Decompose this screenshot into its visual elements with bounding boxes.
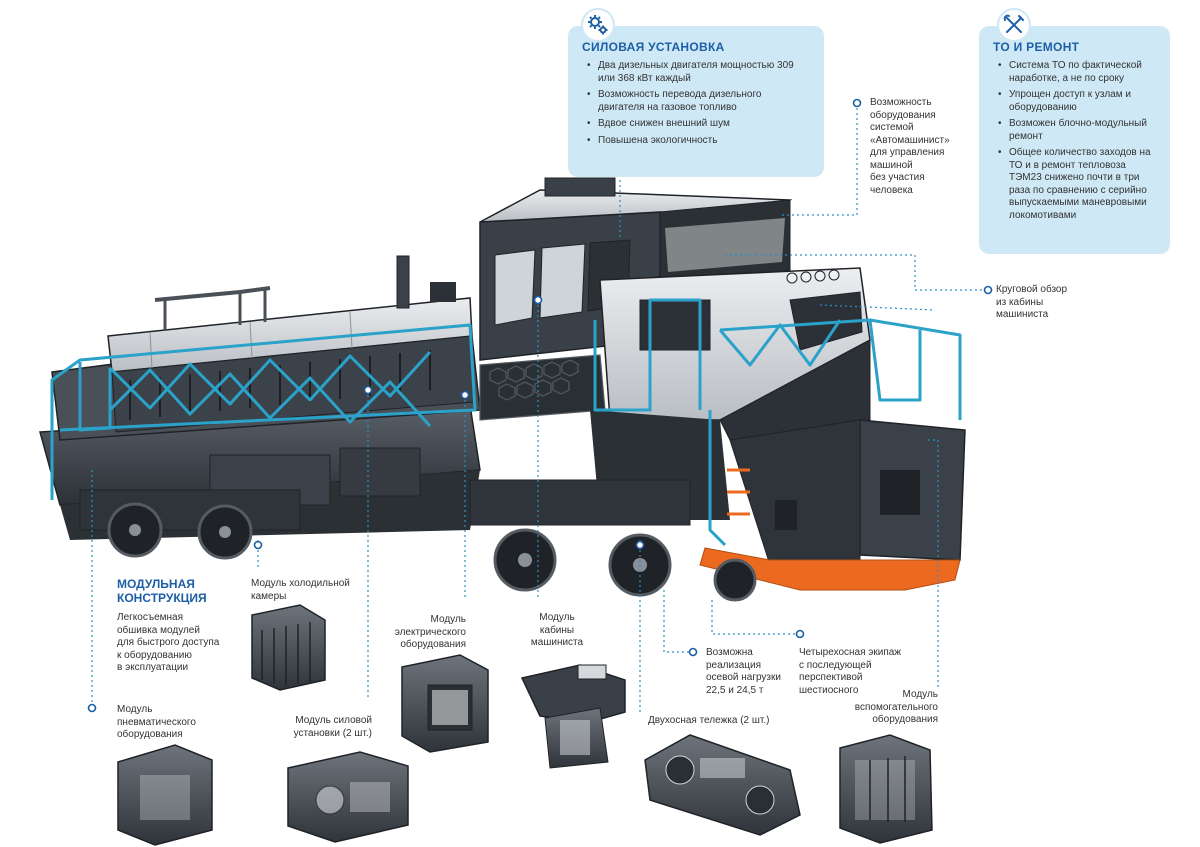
four-axle-label: Четырехосная экипаж с последующей перспе… (799, 647, 902, 696)
bogie-label: Двухосная тележка (2 шт.) (648, 715, 770, 726)
power-unit-list: Два дизельных двигателя мощностью 309 ил… (582, 60, 808, 147)
module-aux (839, 734, 933, 844)
power-unit-title: СИЛОВАЯ УСТАНОВКА (582, 40, 725, 54)
maintenance-box: ТО И РЕМОНТ Система ТО по фактической на… (979, 26, 1170, 254)
pneumatic-module-label: Модуль пневматического оборудования (117, 704, 196, 740)
electric-module-label: Модуль электрического оборудования (394, 614, 466, 650)
maintenance-item: Общее количество заходов на ТО и в ремон… (998, 147, 1154, 222)
modular-text: Легкосъемная обшивка модулей для быстрог… (117, 612, 220, 673)
autodriver-label: Возможность оборудования системой «Автом… (870, 97, 950, 196)
handrails (50, 298, 962, 547)
power-unit-box: СИЛОВАЯ УСТАНОВКА Два дизельных двигател… (568, 26, 824, 177)
axle-load-label: Возможна реализация осевой нагрузки 22,5… (706, 647, 781, 696)
module-power (287, 751, 409, 843)
wrench-screwdriver-icon (997, 8, 1031, 42)
cold-chamber-label: Модуль холодильной камеры (251, 578, 350, 602)
maintenance-item: Возможен блочно-модульный ремонт (998, 118, 1154, 143)
module-pneumatic (117, 744, 213, 846)
maintenance-list: Система ТО по фактической наработке, а н… (993, 60, 1154, 222)
power-unit-item: Вдвое снижен внешний шум (587, 118, 808, 131)
modular-title: МОДУЛЬНАЯ КОНСТРУКЦИЯ (117, 577, 207, 605)
view-label: Круговой обзор из кабины машиниста (996, 284, 1068, 320)
gears-icon (581, 8, 615, 42)
module-cold-chamber (251, 604, 326, 691)
short-hood (590, 267, 966, 591)
module-bogie (644, 734, 801, 836)
power-unit-item: Повышена экологичность (587, 135, 808, 148)
maintenance-item: Упрощен доступ к узлам и оборудованию (998, 89, 1154, 114)
module-electric (401, 654, 489, 753)
maintenance-title: ТО И РЕМОНТ (993, 40, 1080, 54)
bogies (79, 479, 757, 602)
module-cab (520, 664, 626, 769)
leader-lines (91, 108, 985, 715)
power-unit-item: Два дизельных двигателя мощностью 309 ил… (587, 60, 808, 85)
cab-module-label: Модуль кабины машиниста (530, 612, 584, 648)
leader-dots (87, 98, 993, 713)
maintenance-item: Система ТО по фактической наработке, а н… (998, 60, 1154, 85)
power-module-label: Модуль силовой установки (2 шт.) (293, 715, 372, 739)
power-unit-item: Возможность перевода дизельного двигател… (587, 89, 808, 114)
aux-module-label: Модуль вспомогательного оборудования (854, 689, 938, 725)
